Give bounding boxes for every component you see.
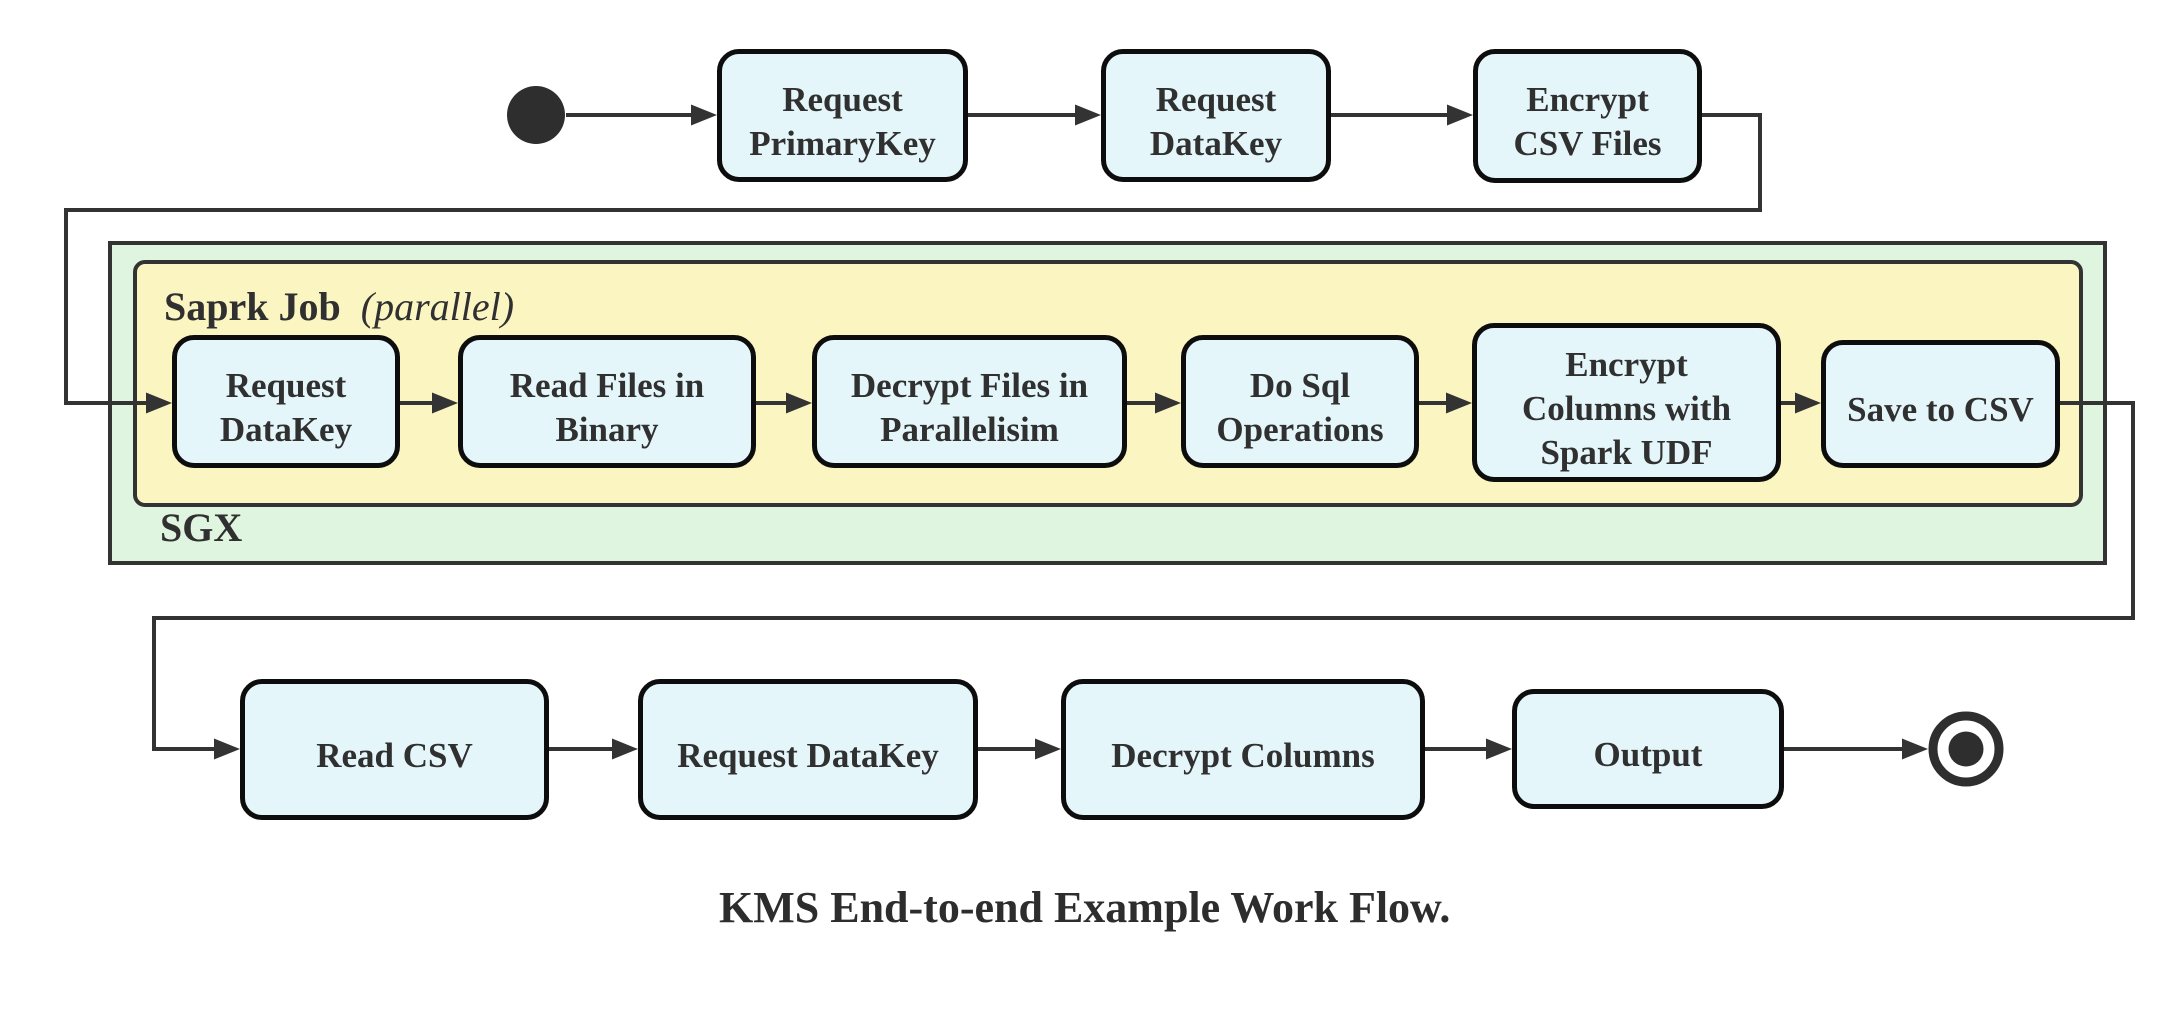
node-label: CSV Files [1513, 124, 1662, 163]
node-label: DataKey [1149, 123, 1283, 163]
node-label: Decrypt Files in [850, 365, 1089, 405]
node-label: Operations [1216, 409, 1384, 449]
node-label: Request [782, 79, 903, 119]
node-label: Read Files in [509, 365, 705, 405]
node-request-datakey-bottom: Request DataKey [638, 679, 978, 820]
spark-job-label: Saprk Job (parallel) [164, 287, 514, 327]
node-request-datakey-top: Request DataKey [1101, 49, 1331, 182]
start-state-icon [507, 86, 565, 144]
node-encrypt-csv-files: Encrypt CSV Files [1473, 49, 1702, 183]
node-label: DataKey [219, 409, 353, 449]
node-label: Encrypt [1565, 344, 1688, 384]
spark-job-label-name: Saprk Job [164, 284, 341, 329]
node-label: Save to CSV [1847, 390, 2034, 429]
node-label: Do Sql [1249, 365, 1351, 405]
node-do-sql-operations: Do Sql Operations [1181, 335, 1419, 468]
node-label: Request [225, 365, 347, 405]
node-save-to-csv: Save to CSV [1821, 340, 2060, 468]
node-read-csv: Read CSV [240, 679, 549, 820]
node-encrypt-columns-with-spark-udf: Encrypt Columns with Spark UDF [1472, 323, 1781, 482]
sgx-label: SGX [160, 505, 243, 550]
node-label: PrimaryKey [749, 123, 936, 163]
node-label: Binary [555, 409, 659, 449]
end-state-dot-icon [1948, 731, 1984, 767]
node-read-files-in-binary: Read Files in Binary [458, 335, 756, 468]
node-request-datakey-mid: Request DataKey [172, 335, 400, 468]
diagram-caption: KMS End-to-end Example Work Flow. [719, 883, 1451, 932]
node-label: Columns with [1521, 388, 1732, 428]
node-label: Output [1593, 735, 1703, 774]
node-label: Request [1155, 79, 1277, 119]
spark-job-label-parallel: (parallel) [360, 284, 515, 329]
node-decrypt-columns: Decrypt Columns [1061, 679, 1425, 820]
node-label: Spark UDF [1540, 432, 1713, 472]
node-label: Parallelisim [880, 409, 1059, 449]
node-label: Read CSV [316, 735, 473, 775]
node-decrypt-files-in-parallelisim: Decrypt Files in Parallelisim [812, 335, 1127, 468]
node-label: Decrypt Columns [1111, 735, 1375, 775]
node-output: Output [1512, 689, 1784, 809]
node-label: Encrypt [1526, 80, 1649, 119]
node-label: Request DataKey [677, 735, 939, 775]
node-request-primarykey: Request PrimaryKey [717, 49, 968, 182]
